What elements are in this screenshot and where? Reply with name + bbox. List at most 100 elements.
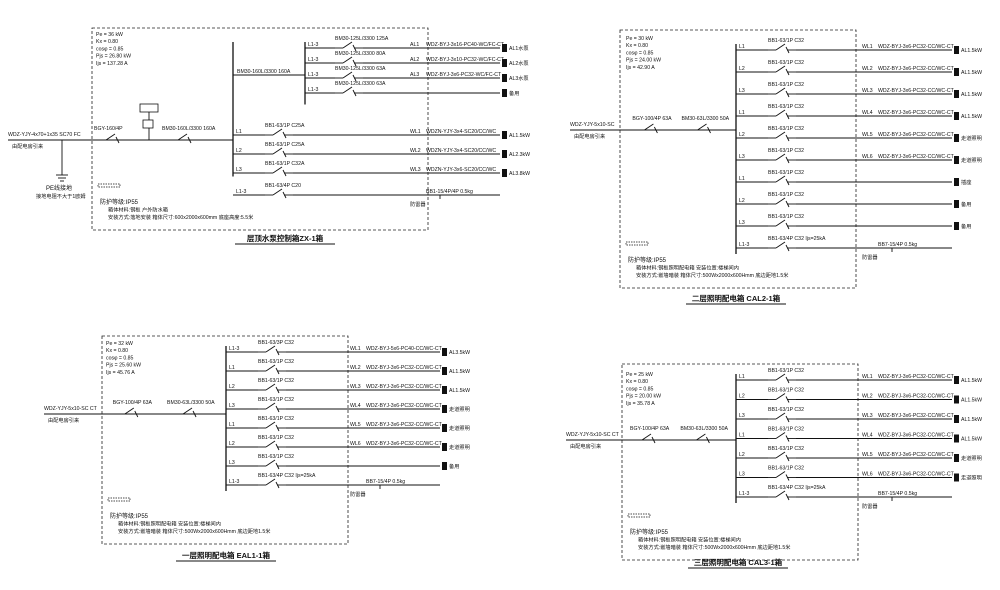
- circuit-id: WL6: [862, 154, 873, 160]
- breaker-mark: [282, 169, 287, 177]
- load-parameter: Pjs = 26.80 kW: [96, 54, 131, 60]
- branch-cable-spec: WDZ-BYJ-3x6-PC32-CC/WC-CT: [878, 433, 955, 439]
- branch-breaker-spec: BM30-125L/3300 80A: [335, 51, 386, 57]
- load-parameter: cosφ = 0.85: [96, 46, 124, 52]
- breaker-contact: [342, 56, 353, 64]
- phase-label: L1: [739, 110, 745, 116]
- load-name: AL2水泵: [509, 59, 529, 67]
- legend-bar: [625, 241, 649, 246]
- incoming-source: 由配电房引来: [48, 416, 80, 424]
- panel-note: 防护等级:IP55: [100, 198, 139, 206]
- distribution-box-icon: [954, 68, 959, 76]
- phase-label: L1-3: [308, 57, 318, 63]
- distribution-box-icon: [502, 169, 507, 177]
- circuit-id: WL3: [862, 413, 873, 419]
- phase-label: L3: [739, 413, 745, 419]
- circuit-id: WL6: [350, 441, 361, 447]
- breaker-mark: [785, 90, 790, 98]
- branch-cable-spec: WDZ-BYJ-3x6-PC32-CC/WC-CT: [878, 452, 955, 458]
- branch-breaker-spec: BM30-125L/3300 125A: [335, 36, 389, 42]
- relay-icon: [142, 119, 154, 129]
- distribution-box-icon: [502, 89, 507, 97]
- breaker-contact: [265, 459, 276, 467]
- distribution-box-icon: [954, 134, 959, 142]
- breaker-contact: [775, 412, 786, 420]
- distribution-box-icon: [442, 405, 447, 413]
- branch-cable-spec: WDZ-BYJ-3x6-PC32-CC/WC-CT: [366, 403, 443, 409]
- breaker-contact: [775, 87, 786, 95]
- load-name: 走道照明: [449, 405, 470, 413]
- circuit-id: WL5: [862, 132, 873, 138]
- breaker-mark: [785, 134, 790, 142]
- phase-label: L2: [229, 384, 235, 390]
- phase-label: L1-3: [229, 346, 239, 352]
- surge-protector-label: 防雷器: [410, 200, 426, 208]
- phase-label: L1: [739, 433, 745, 439]
- panel-note: 箱体材料:钢板 户外防水箱: [108, 206, 168, 214]
- load-parameter: Pe = 36 kW: [96, 32, 123, 38]
- breaker-contact: [265, 421, 276, 429]
- branch-cable-spec: WDZ-BYJ-3x10-PC32-WC/FC-CT: [426, 57, 505, 63]
- branch-cable-spec: BB7-15/4P 0.5kg: [878, 491, 917, 497]
- breaker-contact: [265, 402, 276, 410]
- load-parameter: Ijs = 45.76 A: [106, 370, 135, 376]
- load-parameter: cosφ = 0.85: [626, 386, 654, 392]
- load-name: 走道照明: [961, 134, 982, 142]
- panel-note: 箱体材料:钢板照明配电箱 安装位置:楼梯间内: [636, 264, 739, 272]
- branch-cable-spec: WDZN-YJY-3x4-SC20/CC/WC: [426, 129, 496, 135]
- load-parameter: Pjs = 24.00 kW: [626, 58, 661, 64]
- branch-breaker-spec: BB1-63/1P C25A: [265, 142, 305, 148]
- breaker-contact: [177, 133, 188, 141]
- breaker-mark: [785, 474, 790, 481]
- load-name: AL1.5kW: [961, 417, 982, 423]
- phase-label: L3: [739, 154, 745, 160]
- breaker-mark: [275, 405, 280, 413]
- breaker-mark: [707, 126, 711, 134]
- breaker-contact: [775, 43, 786, 51]
- legend-bar: [97, 183, 121, 188]
- load-name: 备用: [961, 200, 971, 208]
- phase-label: L1: [739, 44, 745, 50]
- branch-breaker-spec: BB1-63/1P C32: [258, 397, 294, 403]
- circuit-id: AL2: [410, 57, 419, 63]
- branch-cable-spec: BB7-15/4P 0.5kg: [878, 242, 917, 248]
- breaker-mark: [705, 436, 710, 444]
- sub-feeder-breaker: BM30-160L/3300 160A: [237, 69, 291, 75]
- circuit-id: WL1: [862, 44, 873, 50]
- breaker-mark: [352, 59, 357, 67]
- main-breaker-spec: BM30-63L/3300 50A: [680, 426, 728, 432]
- branch-breaker-spec: BB1-63/1P C32: [768, 427, 804, 433]
- branch-cable-spec: WDZ-BYJ-3x6-PC32-CC/WC-CT: [878, 374, 955, 380]
- breaker-mark: [785, 493, 790, 501]
- branch-cable-spec: WDZ-BYJ-3x6-PC32-CC/WC-CT: [878, 154, 955, 160]
- load-name: AL3水泵: [509, 74, 529, 82]
- branch-breaker-spec: BB1-63/1P C32: [258, 416, 294, 422]
- branch-breaker-spec: BM30-125L/3300 63A: [335, 66, 386, 72]
- incoming-cable-spec: WDZ-YJY-4x70+1x35 SC70 FC: [8, 132, 81, 138]
- phase-label: L3: [236, 167, 242, 173]
- load-name: AL1.5kW: [961, 437, 982, 443]
- pe-note: 接地电阻不大于1欧姆: [36, 192, 86, 200]
- load-parameter: Pjs = 20.00 kW: [626, 394, 661, 400]
- main-breaker-spec: BM30-160L/3300 160A: [162, 126, 216, 132]
- load-parameter: Kx = 0.80: [106, 348, 128, 354]
- breaker-mark: [275, 481, 280, 489]
- branch-breaker-spec: BB1-63/1P C25A: [265, 123, 305, 129]
- distribution-box-icon: [954, 434, 959, 443]
- branch-breaker-spec: BB1-63/1P C32: [258, 435, 294, 441]
- phase-label: L1: [236, 129, 242, 135]
- load-parameter: Kx = 0.80: [626, 379, 648, 385]
- breaker-contact: [775, 490, 786, 498]
- panel-note: 安装方式:嵌墙暗装 箱体尺寸:500Wx2000x600Hmm 底边距地1.5米: [118, 527, 271, 535]
- distribution-box-icon: [442, 367, 447, 375]
- load-name: AL1.5kW: [961, 398, 982, 404]
- breaker-mark: [352, 74, 357, 82]
- branch-breaker-spec: BB1-63/1P C32: [768, 82, 804, 88]
